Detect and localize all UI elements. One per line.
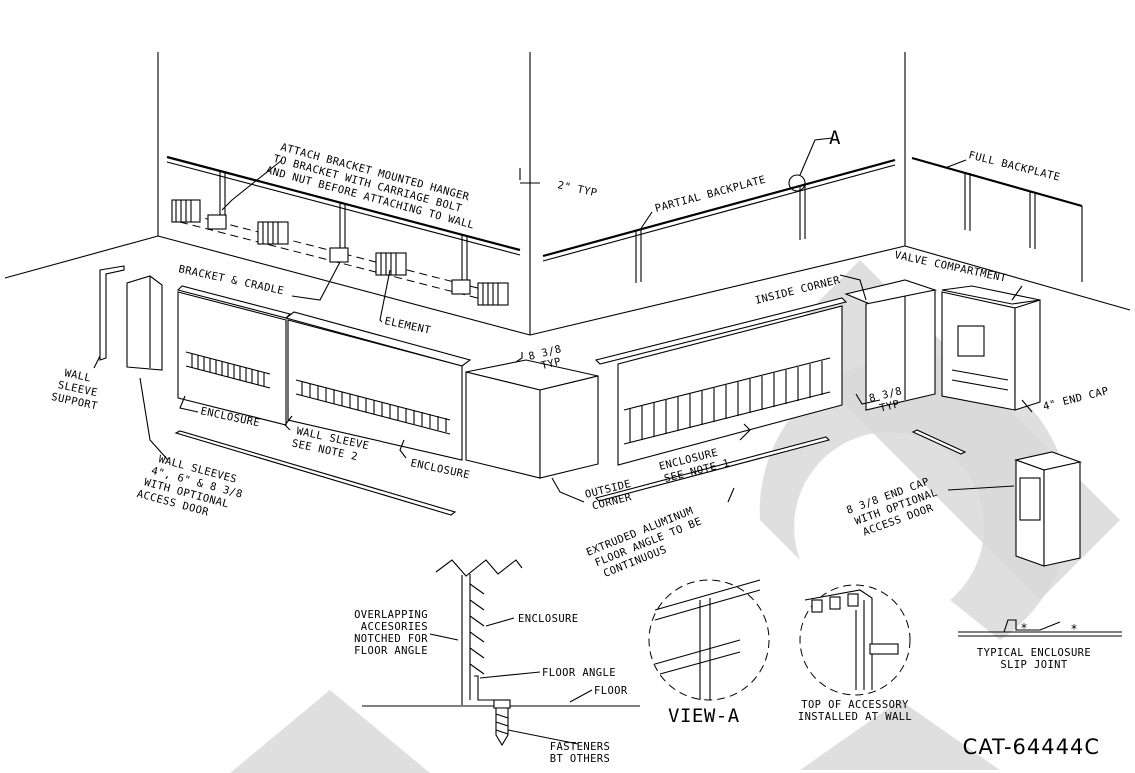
end-cap-4-label: 4" END CAP bbox=[1042, 385, 1110, 413]
view-a-detail bbox=[648, 579, 911, 701]
view-a-label: VIEW-A bbox=[668, 705, 740, 727]
end-cap-838 bbox=[1014, 451, 1082, 567]
dim-top-typ: TYP bbox=[540, 356, 562, 373]
overlapping-2: ACCESORIES bbox=[361, 621, 428, 633]
inside-corner-valve bbox=[844, 279, 1041, 455]
top-accessory-1: TOP OF ACCESSORY bbox=[801, 699, 909, 711]
fasteners-2: BT OTHERS bbox=[550, 753, 611, 765]
floor-angle-label: FLOOR ANGLE bbox=[542, 667, 616, 679]
wall-sleeve-support-1: WALL bbox=[63, 367, 92, 384]
dim-right-typ: TYP bbox=[878, 398, 900, 415]
enclosure-left bbox=[174, 285, 472, 516]
svg-text:*: * bbox=[1021, 621, 1027, 635]
catalog-number: CAT-64444C bbox=[963, 735, 1100, 759]
floor-detail bbox=[362, 559, 640, 747]
partial-backplate-label: PARTIAL BACKPLATE bbox=[654, 174, 767, 215]
wall-sleeve-parts bbox=[99, 265, 163, 371]
room-walls bbox=[4, 52, 1131, 336]
top-accessory-2: INSTALLED AT WALL bbox=[798, 711, 912, 723]
fasteners-1: FASTENERS bbox=[550, 741, 611, 753]
valve-compartment-label: VALVE COMPARTMENT bbox=[893, 249, 1008, 285]
slip-joint-2: SLIP JOINT bbox=[1000, 659, 1067, 671]
enclosure-center bbox=[594, 297, 848, 502]
heating-element bbox=[171, 199, 509, 306]
overlapping-1: OVERLAPPING bbox=[354, 609, 428, 621]
enclosure-detail-label: ENCLOSURE bbox=[518, 613, 579, 625]
enclosure-mid-label: ENCLOSURE bbox=[409, 457, 471, 481]
floor-label: FLOOR bbox=[594, 685, 628, 697]
typ-2-label: 2" TYP bbox=[556, 179, 598, 199]
outside-corner bbox=[465, 359, 599, 479]
backplates bbox=[166, 155, 1083, 286]
svg-text:*: * bbox=[1071, 622, 1077, 636]
overlapping-4: FLOOR ANGLE bbox=[354, 645, 428, 657]
view-marker-label: A bbox=[829, 127, 841, 149]
slip-joint-detail: * * bbox=[958, 619, 1122, 637]
element-label: ELEMENT bbox=[383, 315, 432, 337]
leader-lines bbox=[93, 137, 1033, 745]
overlapping-3: NOTCHED FOR bbox=[354, 633, 428, 645]
slip-joint-1: TYPICAL ENCLOSURE bbox=[977, 647, 1091, 659]
